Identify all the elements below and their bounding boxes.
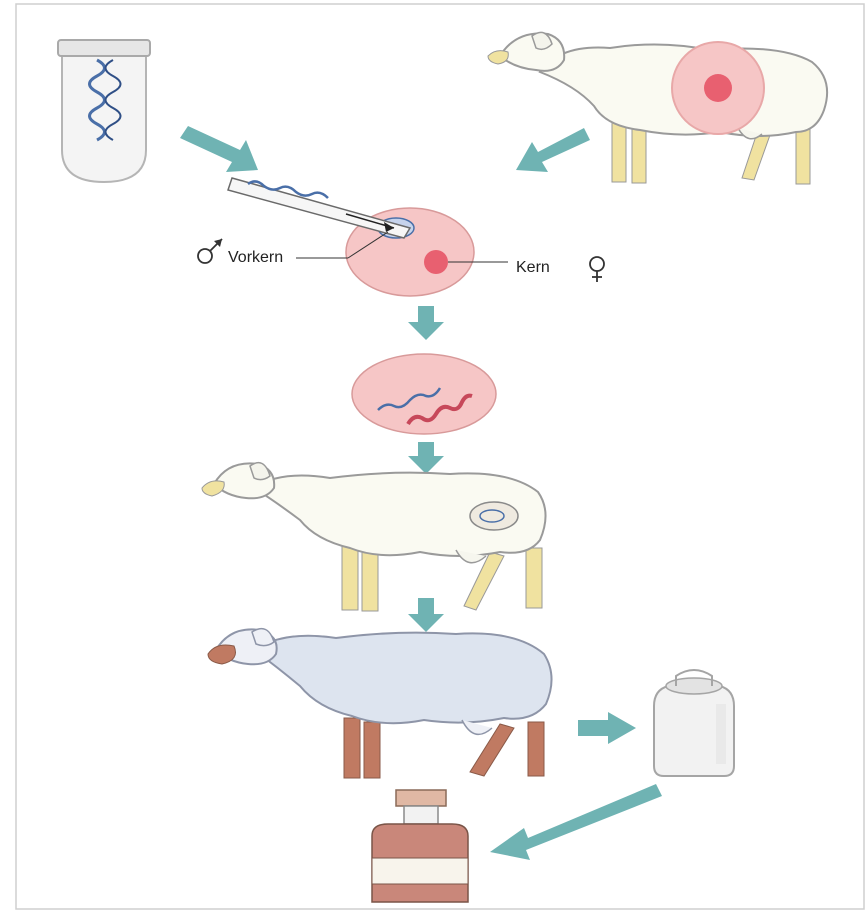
arrow-right-to-milk [578,712,636,744]
egg-with-integrated-dna-icon [352,354,496,434]
microinjection-pipette-icon [228,178,410,238]
dna-test-tube-icon [58,40,150,182]
kern-label: Kern [516,259,550,276]
male-symbol-icon [198,249,212,263]
milk-can-icon [654,670,734,776]
female-symbol-icon [590,257,604,271]
arrow-milk-to-bottle [490,784,662,860]
arrow-down-1 [408,306,444,340]
surrogate-sheep-icon [202,463,546,611]
vorkern-label: Vorkern [228,249,283,266]
arrow-down-2 [408,442,444,474]
transgenic-sheep-icon [208,629,552,778]
arrow-down-3 [408,598,444,632]
arrow-tube-to-egg [180,126,258,172]
medicine-bottle-icon [372,790,468,902]
arrow-sheep-to-egg [516,128,590,172]
